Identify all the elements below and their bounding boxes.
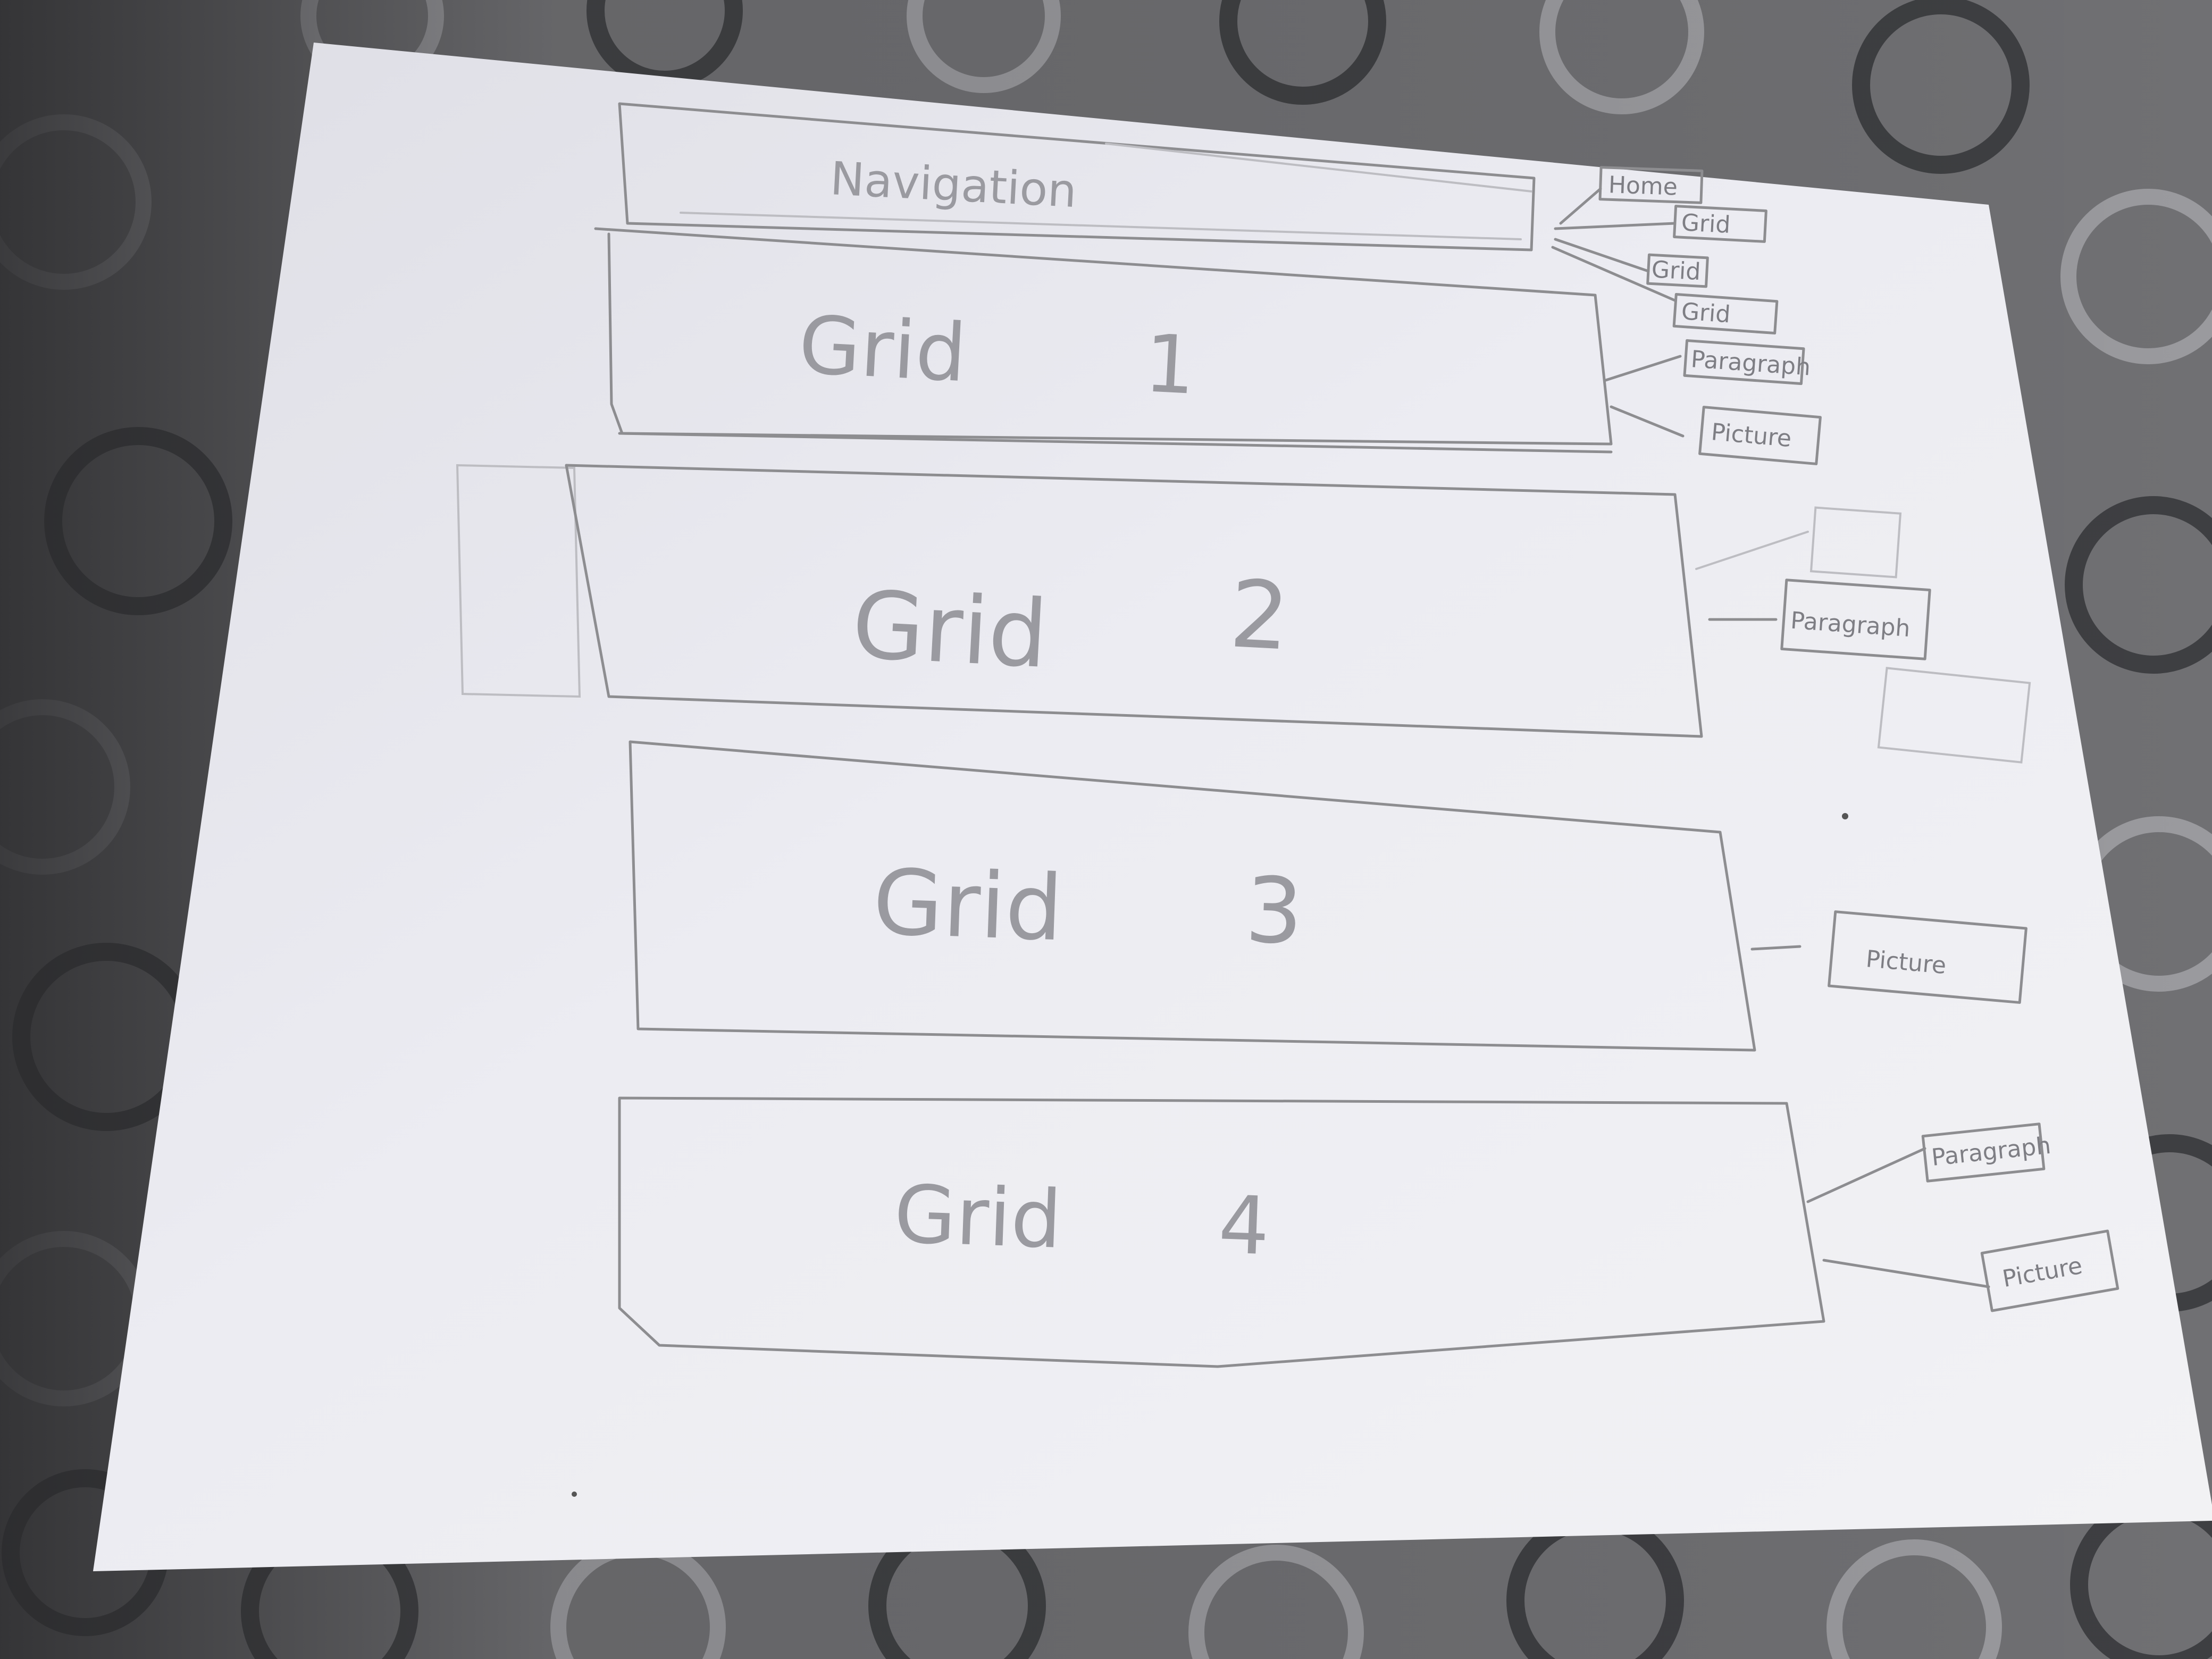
nav-item-grid-3: Grid: [1680, 298, 1731, 328]
grid-2-label: Grid: [850, 571, 1050, 689]
grid-1-number: 1: [1142, 317, 1197, 413]
grid-1-label: Grid: [797, 299, 968, 400]
nav-item-grid-1: Grid: [1681, 209, 1731, 239]
grid-4-box: Grid 4: [618, 1096, 1825, 1368]
grid-4-label: Grid: [893, 1168, 1063, 1267]
grid-3-box: Grid 3: [629, 740, 1756, 1052]
grid-4-number: 4: [1217, 1179, 1271, 1273]
pencil-dot: [1842, 813, 1848, 819]
pencil-dot: [572, 1492, 577, 1497]
nav-item-home: Home: [1608, 171, 1678, 201]
grid-3-number: 3: [1244, 858, 1305, 965]
navigation-items: Home Grid Grid Grid: [1551, 166, 1779, 335]
navigation-box: Navigation: [618, 102, 1536, 252]
grid-2-box: Grid 2: [456, 464, 1703, 738]
grid-1-attachments: Paragraph Picture: [1604, 339, 1822, 465]
grid-3-label: Grid: [872, 850, 1065, 961]
paper-sheet: [93, 43, 2212, 1571]
grid-2-number: 2: [1227, 560, 1292, 672]
nav-item-grid-2: Grid: [1651, 256, 1702, 286]
grid-1-box: Grid 1: [594, 227, 1613, 454]
navigation-label: Navigation: [829, 152, 1078, 218]
